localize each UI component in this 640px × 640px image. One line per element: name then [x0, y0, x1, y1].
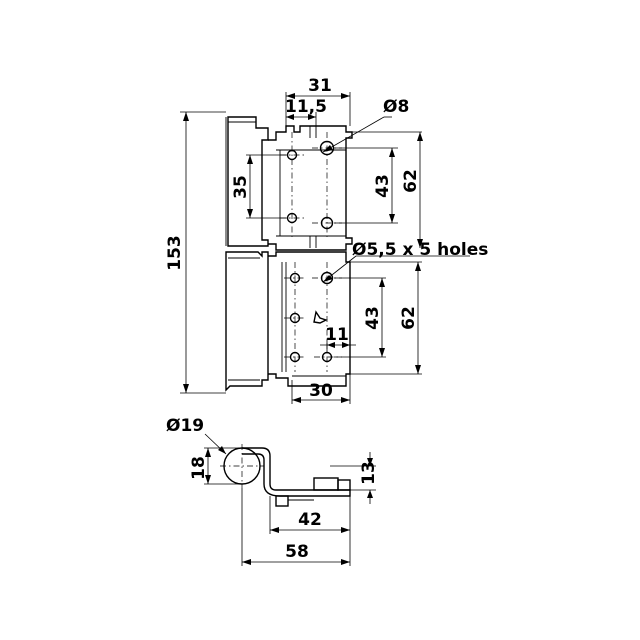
- dim-top-width: 31: [285, 76, 351, 126]
- dim-hole-spec: Ø5,5 x 5 holes: [322, 240, 488, 283]
- label-top-width: 31: [308, 76, 332, 96]
- dim-pin-diameter: Ø8: [322, 97, 409, 153]
- label-hole-spec: Ø5,5 x 5 holes: [352, 240, 488, 260]
- dim-top-hole-spacing: 35: [231, 154, 288, 219]
- label-bottom-offset: 11: [325, 325, 349, 345]
- dim-bottom-plate-height: 62: [350, 261, 422, 375]
- label-top-hole-spacing: 35: [231, 175, 251, 199]
- dim-top-offset: 11,5: [285, 97, 327, 126]
- label-bottom-hole-vertical: 43: [363, 306, 383, 330]
- dim-top-plate-height: 62: [350, 131, 423, 248]
- dim-bottom-width: 30: [291, 374, 351, 404]
- label-overall-height: 153: [165, 235, 185, 271]
- label-top-offset: 11,5: [285, 97, 327, 117]
- bottom-hinge-body: [225, 251, 351, 392]
- label-top-plate-height: 62: [401, 169, 421, 193]
- label-barrel-height: 18: [189, 456, 209, 480]
- dim-bottom-offset: 11: [320, 325, 356, 352]
- dim-leaf-width: 42: [269, 496, 351, 534]
- label-total-width: 58: [285, 542, 309, 562]
- dim-leaf-thickness: 13: [330, 452, 379, 504]
- label-leaf-width: 42: [298, 510, 322, 530]
- dim-overall-height: 153: [165, 111, 226, 394]
- label-bottom-width: 30: [309, 381, 333, 401]
- dim-barrel-height: 18: [189, 447, 240, 485]
- plan-view-body: [220, 444, 351, 507]
- label-leaf-thickness: 13: [359, 461, 379, 485]
- dim-bottom-hole-vertical: 43: [334, 277, 386, 358]
- dim-top-hole-vertical: 43: [334, 147, 398, 224]
- top-hinge-body: [225, 116, 353, 251]
- label-pin-diameter: Ø8: [383, 97, 409, 117]
- label-top-hole-vertical: 43: [373, 174, 393, 198]
- label-bottom-plate-height: 62: [399, 306, 419, 330]
- dim-total-width: 58: [241, 488, 351, 566]
- label-barrel-diameter: Ø19: [166, 416, 204, 436]
